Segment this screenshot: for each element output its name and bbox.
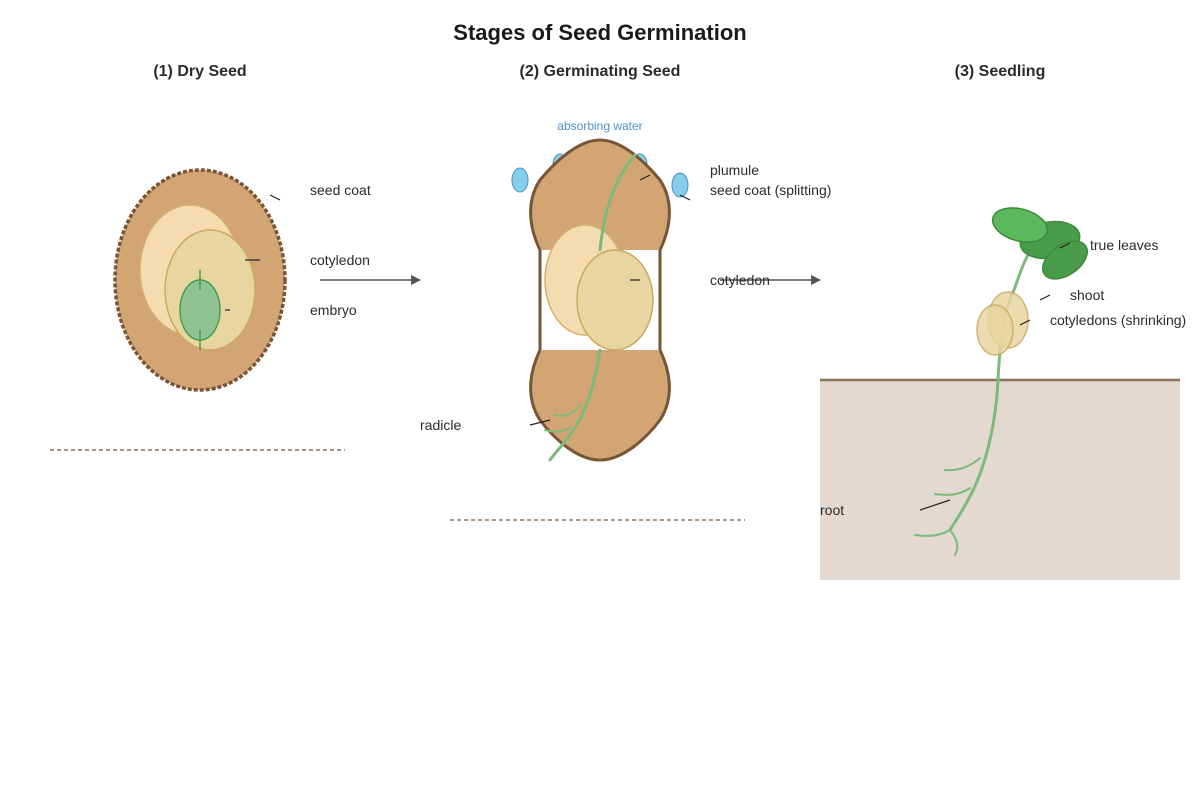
- seed-coat-upper-outline: [529, 138, 671, 251]
- seedling-cotyledon-left: [976, 304, 1014, 356]
- seed-coat-upper-fill: [530, 140, 670, 250]
- seed-coat-lower-outline: [529, 349, 671, 462]
- label-absorbing-water: absorbing water: [557, 119, 642, 133]
- germinating-seed: [511, 138, 691, 462]
- true-leaf-right: [1042, 240, 1088, 280]
- label-radicle: radicle: [420, 417, 461, 433]
- radicle-leader: [529, 419, 551, 426]
- label-embryo: embryo: [310, 302, 357, 318]
- water-droplet-left: [511, 167, 529, 193]
- label-cotyledon: cotyledon: [310, 252, 370, 268]
- label-shoot: shoot: [1070, 287, 1104, 303]
- label-plumule: plumule: [710, 162, 759, 178]
- root-branch-3: [914, 529, 951, 537]
- seed-coat-splitting-leader: [679, 194, 691, 201]
- plumule: [598, 153, 637, 252]
- root-branch-1: [944, 457, 981, 472]
- radicle-branch-upper: [554, 404, 581, 417]
- seed-coat-leader: [269, 194, 281, 201]
- seedling: [820, 207, 1180, 580]
- root-leader: [919, 499, 951, 511]
- label-cotyledons-shrinking: cotyledons (shrinking): [1050, 312, 1186, 328]
- label-germ-cotyledon: cotyledon: [710, 272, 770, 288]
- water-droplet-right: [671, 172, 689, 198]
- shoot-leader: [1039, 294, 1051, 301]
- root-branch-2: [934, 487, 971, 496]
- germ-cotyledon-front: [576, 249, 654, 351]
- seed-coat-lower-fill: [530, 350, 670, 460]
- label-root: root: [820, 502, 844, 518]
- stage-2-heading: (2) Germinating Seed: [520, 63, 681, 80]
- root-branch-4: [949, 529, 959, 556]
- dry-seed: [113, 168, 287, 392]
- true-leaf-front: [991, 207, 1049, 243]
- page-title: Stages of Seed Germination: [453, 20, 746, 45]
- cotyledons-leader: [1019, 319, 1031, 326]
- plumule-leader: [639, 174, 651, 181]
- label-seed-coat: seed coat: [310, 182, 371, 198]
- label-true-leaves: true leaves: [1090, 237, 1158, 253]
- main-root: [948, 378, 1000, 532]
- radicle-branch-lower: [544, 427, 571, 433]
- radicle: [548, 348, 602, 462]
- soil: [820, 380, 1180, 580]
- stage-1-heading: (1) Dry Seed: [153, 63, 246, 80]
- stage-3-heading: (3) Seedling: [955, 63, 1046, 80]
- label-seed-coat-splitting: seed coat (splitting): [710, 182, 831, 198]
- true-leaves-leader: [1059, 242, 1071, 249]
